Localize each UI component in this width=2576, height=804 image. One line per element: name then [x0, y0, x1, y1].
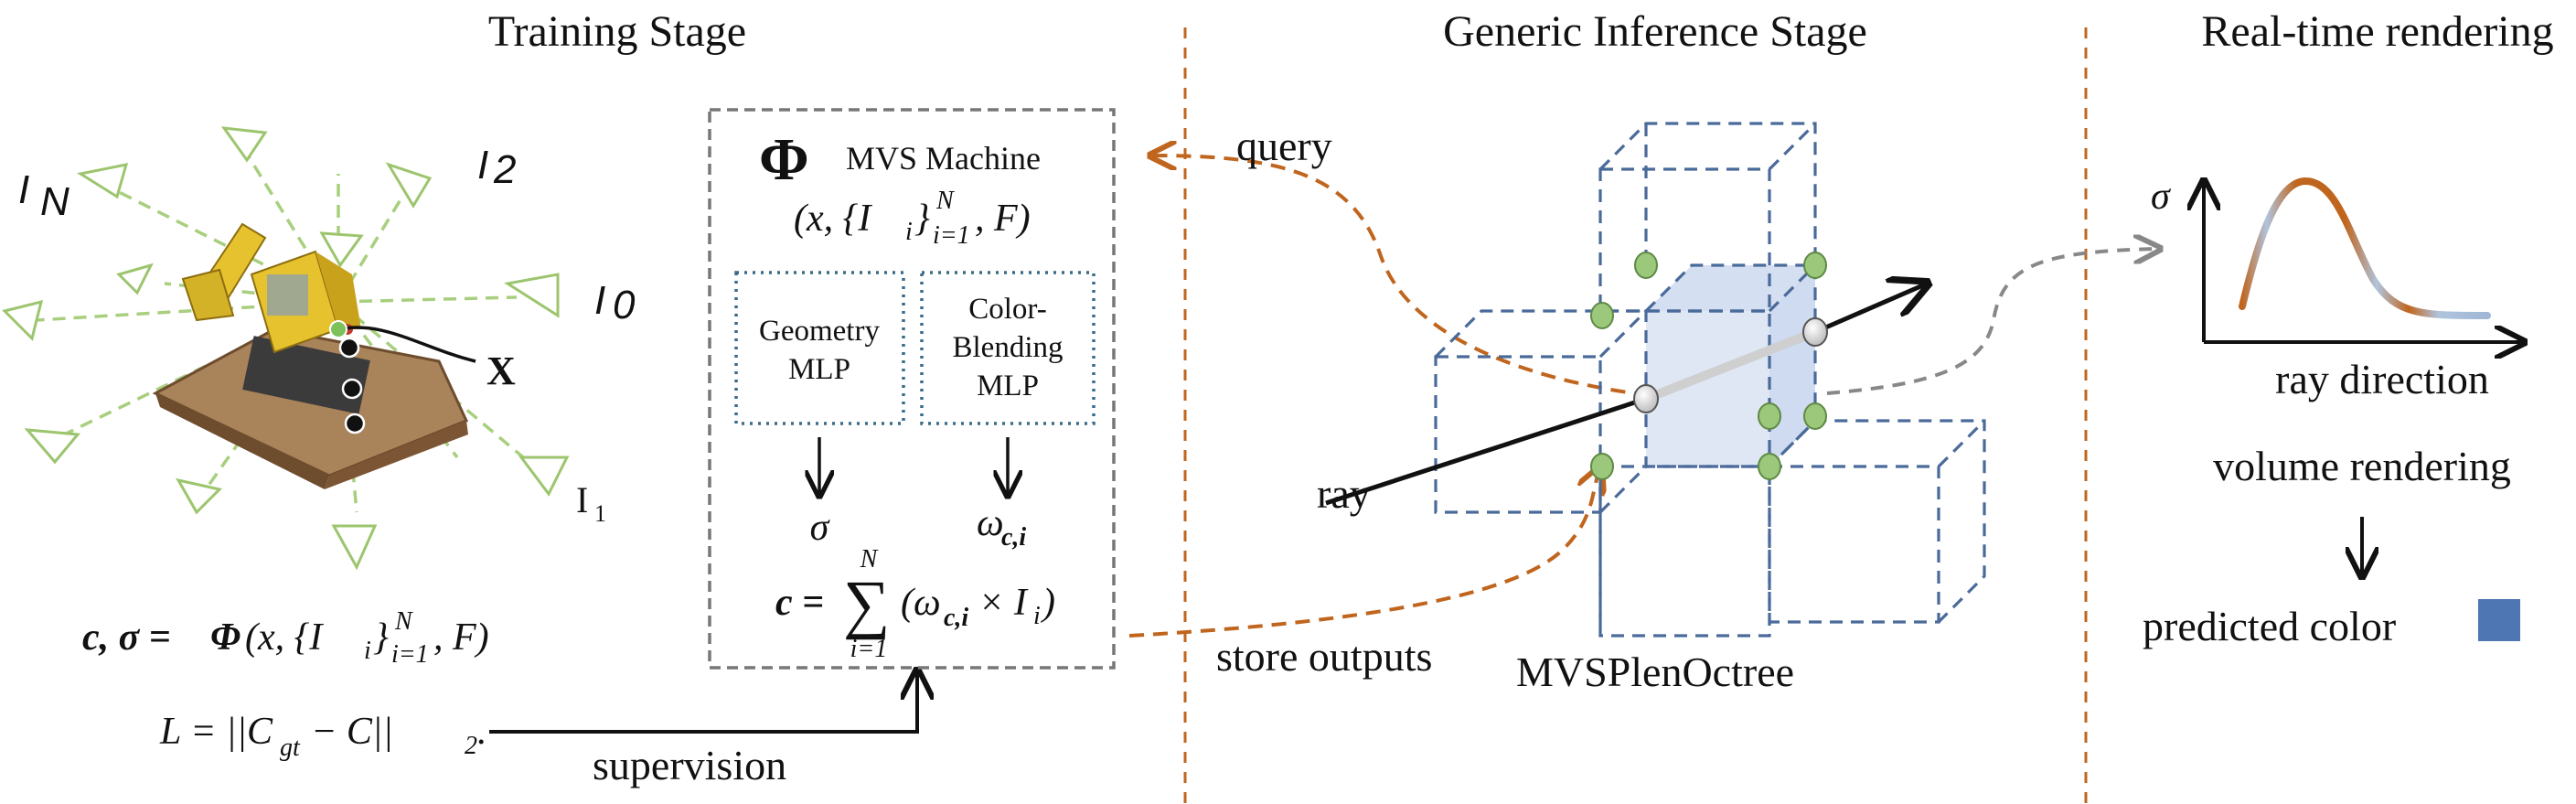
svg-text:(x, {I: (x, {I [794, 198, 872, 240]
svg-text:I: I [477, 143, 488, 188]
svg-text:i=1: i=1 [391, 640, 429, 669]
svg-text:Φ: Φ [210, 616, 240, 659]
color-mlp-box [920, 271, 1096, 425]
octree-label: MVSPlenOctree [1516, 649, 1794, 695]
geometry-mlp-box [734, 271, 905, 425]
section-title-inference: Generic Inference Stage [1443, 7, 1867, 56]
svg-text:N: N [394, 607, 413, 636]
render-equation: c, σ = Φ (x, {I i } i=1 N , F) [82, 607, 489, 669]
query-arrow [1152, 155, 1650, 397]
svg-text:0: 0 [613, 283, 636, 327]
ray-label: ray [1317, 470, 1371, 517]
geometry-mlp-line2: MLP [788, 353, 850, 386]
store-arrow [1128, 468, 1600, 638]
mvs-title: MVS Machine [846, 140, 1041, 177]
svg-text:I: I [594, 278, 605, 323]
store-outputs-label: store outputs [1216, 633, 1432, 680]
density-curve [2239, 177, 2491, 319]
svg-text:, F): , F) [975, 198, 1031, 240]
volume-rendering-label: volume rendering [2213, 443, 2511, 489]
x-axis-label: ray direction [2275, 356, 2489, 402]
svg-text:2: 2 [493, 147, 516, 192]
section-title-training: Training Stage [488, 7, 746, 56]
section-title-realtime: Real-time rendering [2201, 7, 2553, 56]
omega-output: ω c,i [977, 502, 1026, 552]
svg-text:): ) [1041, 582, 1055, 624]
sigma-plot [2204, 181, 2522, 342]
predicted-color-swatch [2478, 599, 2520, 641]
svg-text:− C||: − C|| [311, 711, 393, 753]
svg-text:}: } [914, 198, 930, 240]
octree [1325, 122, 1986, 638]
render-arrow [1826, 249, 2158, 395]
svg-text:, F): , F) [433, 616, 489, 659]
svg-text:(x, {I: (x, {I [245, 616, 324, 659]
geometry-mlp-line1: Geometry [759, 315, 880, 348]
svg-text:N: N [860, 545, 879, 574]
svg-text:c, σ =: c, σ = [82, 616, 171, 659]
svg-text:× I: × I [978, 582, 1029, 624]
camera-frusta [2, 126, 570, 571]
svg-text:I: I [576, 479, 588, 520]
svg-text:N: N [935, 187, 955, 215]
svg-text:c,i: c,i [1001, 523, 1026, 552]
mvs-symbol: Φ [759, 126, 809, 193]
svg-text:.: . [477, 711, 487, 753]
mvs-input: (x, {I i } i=1 N , F) [794, 187, 1031, 250]
svg-text:L = ||C: L = ||C [159, 711, 273, 753]
svg-text:I: I [18, 167, 29, 212]
point-x-label: X [486, 348, 516, 393]
svg-text:∑: ∑ [843, 567, 890, 640]
supervision-label: supervision [593, 742, 786, 788]
camera-label-i2: I 2 [477, 143, 516, 192]
loss-equation: L = ||C gt − C|| 2 . [159, 711, 487, 762]
svg-text:i=1: i=1 [850, 635, 888, 663]
color-mlp-line2: Blending [953, 331, 1064, 364]
sample-points [329, 320, 476, 434]
svg-text:1: 1 [594, 500, 606, 527]
svg-text:gt: gt [280, 734, 301, 762]
y-axis-label: σ [2151, 176, 2172, 218]
camera-label-in: I N [18, 167, 69, 224]
mvs-machine-box [708, 108, 1116, 670]
svg-text:N: N [40, 179, 69, 224]
svg-text:c =: c = [775, 582, 824, 624]
svg-text:2: 2 [465, 732, 477, 760]
camera-label-i1: I 1 [576, 479, 606, 527]
svg-text:ω: ω [977, 502, 1004, 544]
color-mlp-line3: MLP [977, 370, 1039, 402]
color-equation: c = ∑ N i=1 (ω c,i × I i ) [775, 545, 1055, 663]
svg-text:i: i [905, 218, 913, 246]
lego-scene [152, 222, 469, 489]
svg-text:}: } [373, 616, 389, 659]
svg-text:i: i [1033, 602, 1041, 630]
svg-text:i: i [364, 637, 371, 665]
camera-label-i0: I 0 [594, 278, 636, 327]
query-label: query [1236, 123, 1332, 169]
svg-text:(ω: (ω [901, 582, 941, 624]
color-mlp-line1: Color- [968, 293, 1047, 326]
predicted-color-label: predicted color [2143, 603, 2396, 649]
sigma-output: σ [810, 507, 831, 549]
svg-text:i=1: i=1 [933, 221, 970, 250]
svg-text:c,i: c,i [944, 604, 968, 632]
supervision-arrow [489, 672, 917, 734]
